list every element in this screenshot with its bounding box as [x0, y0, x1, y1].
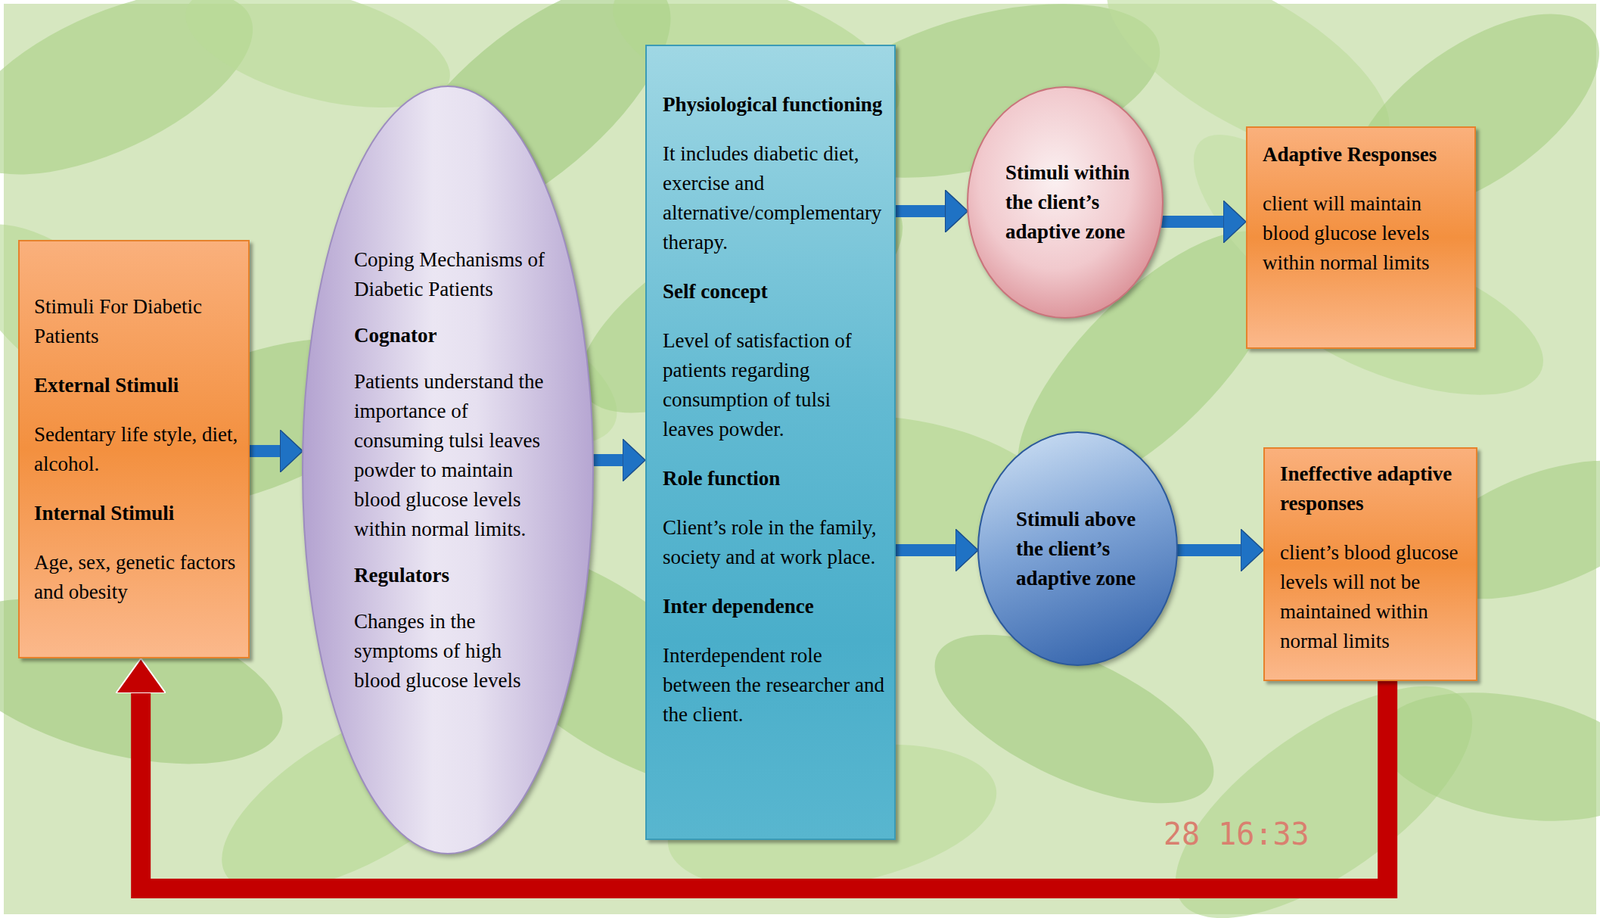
heading-text: Stimuli above the client’s adaptive zone	[1015, 504, 1145, 594]
heading-text: Internal Stimuli	[34, 498, 240, 529]
ellipse-shape	[978, 431, 1178, 665]
heading-text: Role function	[662, 463, 887, 494]
body-text: Changes in the symptoms of high blood gl…	[354, 606, 550, 696]
flow-arrow	[1177, 543, 1241, 557]
heading-text: External Stimuli	[34, 370, 240, 401]
leaf	[1368, 673, 1600, 840]
flow-arrow	[895, 543, 956, 557]
heading-text: Cognator	[354, 320, 550, 351]
stimuli-box: Stimuli For Diabetic PatientsExternal St…	[18, 239, 250, 659]
heading-text: Ineffective adaptive responses	[1280, 459, 1469, 519]
node-content: Coping Mechanisms of Diabetic PatientsCo…	[354, 245, 550, 696]
flow-arrow	[1161, 215, 1224, 228]
above-zone-circle: Stimuli above the client’s adaptive zone	[976, 430, 1179, 667]
ellipse-shape	[302, 86, 594, 854]
heading-text: Physiological functioning	[662, 90, 887, 120]
adaptive-response-box: Adaptive Responses client will maintain b…	[1245, 126, 1476, 349]
heading-text: Inter dependence	[662, 591, 887, 622]
body-text: Stimuli For Diabetic Patients	[34, 292, 240, 352]
timestamp-watermark: 28 16:33	[1163, 815, 1310, 852]
within-zone-circle: Stimuli within the client’s adaptive zon…	[966, 85, 1165, 320]
body-text: Age, sex, genetic factors and obesity	[34, 547, 240, 607]
body-text: client will maintain blood glucose level…	[1262, 189, 1466, 278]
ellipse-shape	[967, 86, 1163, 318]
body-text: Interdependent role between the research…	[662, 640, 887, 730]
adaptive-modes-box: Physiological functioning It includes dia…	[645, 44, 896, 840]
heading-text: Stimuli within the client’s adaptive zon…	[1005, 158, 1133, 247]
node-content: Stimuli within the client’s adaptive zon…	[1005, 158, 1133, 247]
body-text: Client’s role in the family, society and…	[662, 512, 887, 572]
node-content: Stimuli For Diabetic PatientsExternal St…	[34, 292, 240, 607]
heading-text: Adaptive Responses	[1262, 139, 1466, 170]
flow-arrow	[593, 453, 623, 467]
node-content: Ineffective adaptive responses client’s b…	[1280, 459, 1469, 656]
body-text: client’s blood glucose levels will not b…	[1280, 537, 1469, 656]
ineffective-response-box: Ineffective adaptive responses client’s b…	[1263, 447, 1478, 681]
heading-text: Self concept	[662, 276, 887, 307]
node-content: Adaptive Responses client will maintain b…	[1262, 139, 1466, 278]
flow-arrow	[249, 444, 280, 457]
body-text: It includes diabetic diet, exercise and …	[662, 139, 887, 258]
body-text: Sedentary life style, diet, alcohol.	[34, 419, 240, 479]
body-text: Level of satisfaction of patients regard…	[662, 326, 887, 445]
body-text: Coping Mechanisms of Diabetic Patients	[354, 245, 550, 305]
flow-arrow	[895, 205, 945, 218]
node-content: Stimuli above the client’s adaptive zone	[1015, 504, 1145, 594]
coping-ellipse: Coping Mechanisms of Diabetic PatientsCo…	[301, 84, 595, 855]
heading-text: Regulators	[354, 560, 550, 591]
node-content: Physiological functioning It includes dia…	[662, 90, 887, 730]
body-text: Patients understand the importance of co…	[354, 366, 550, 544]
